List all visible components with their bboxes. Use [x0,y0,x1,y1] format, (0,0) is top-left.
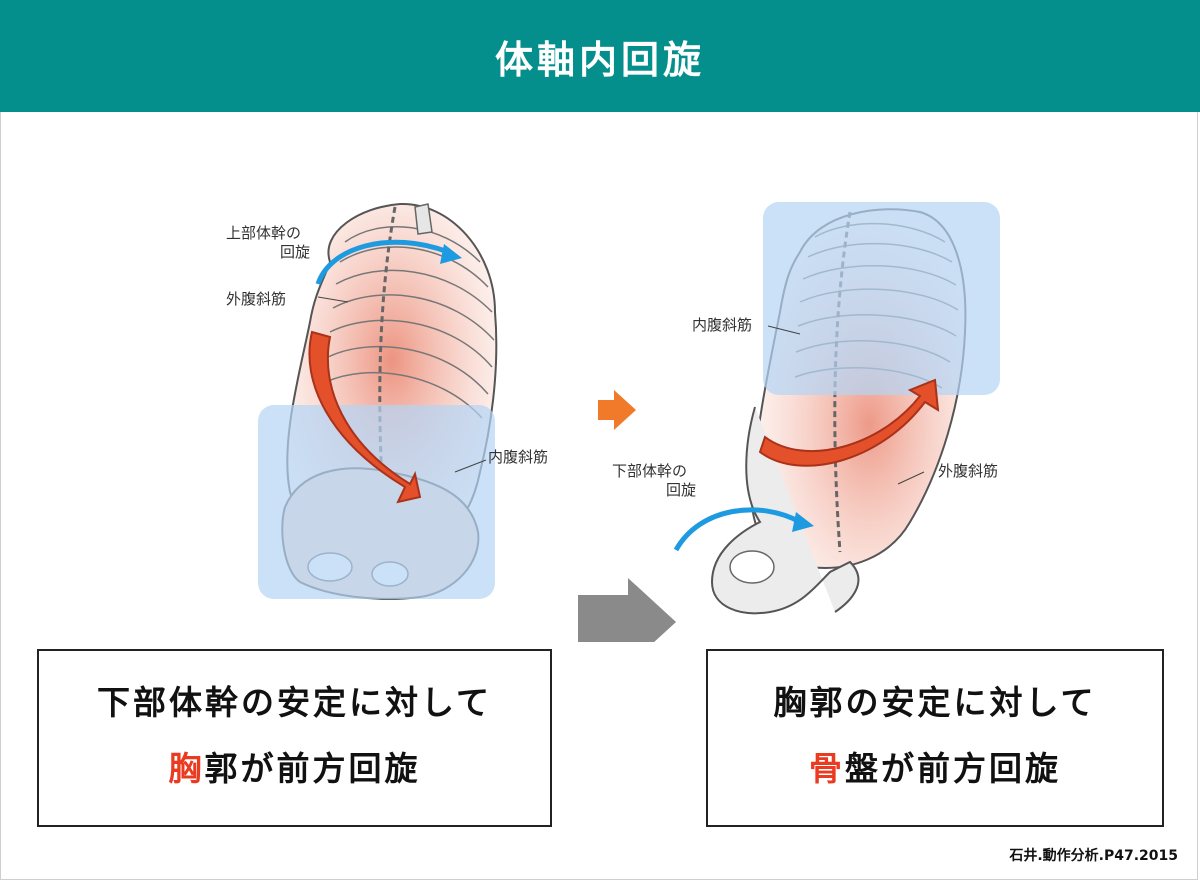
left-upper-rotation-arrow [315,239,449,285]
left-label-upper-rotation: 上部体幹の 回旋 [226,224,311,261]
right-summary-highlight: 骨 [809,749,845,788]
left-summary-line2: 胸郭が前方回旋 [168,749,421,788]
small-transition-arrow [598,390,636,430]
left-external-oblique-arrow [308,330,422,504]
right-lower-rotation-arrow [673,507,802,552]
citation: 石井.動作分析.P47.2015 [1009,848,1178,864]
left-torso-figure [258,202,498,600]
right-torso-figure [673,202,1000,615]
right-label-internal-oblique: 内腹斜筋 [692,316,753,334]
left-pelvis-overlay [258,405,495,599]
right-external-oblique-arrow [758,378,940,467]
right-summary-line1: 胸郭の安定に対して [773,683,1097,722]
left-label-external-oblique: 外腹斜筋 [226,290,287,308]
left-summary-line1: 下部体幹の安定に対して [96,683,492,722]
page-title: 体軸内回旋 [494,37,705,82]
slide-frame [0,112,1198,880]
large-transition-arrow [578,578,676,642]
left-summary-box: 下部体幹の安定に対して 胸郭が前方回旋 [37,649,552,827]
left-summary-highlight: 胸 [168,749,205,788]
right-label-external-oblique: 外腹斜筋 [938,462,999,480]
right-summary-line2: 骨盤が前方回旋 [809,749,1061,788]
right-ribcage-overlay [763,202,1000,395]
right-label-lower-rotation: 下部体幹の 回旋 [612,462,697,499]
left-rib-lines [325,226,495,419]
anatomy-illustration [258,202,1000,642]
title-bar: 体軸内回旋 [0,0,1200,112]
left-label-internal-oblique: 内腹斜筋 [488,448,549,466]
right-summary-box: 胸郭の安定に対して 骨盤が前方回旋 [706,649,1164,827]
